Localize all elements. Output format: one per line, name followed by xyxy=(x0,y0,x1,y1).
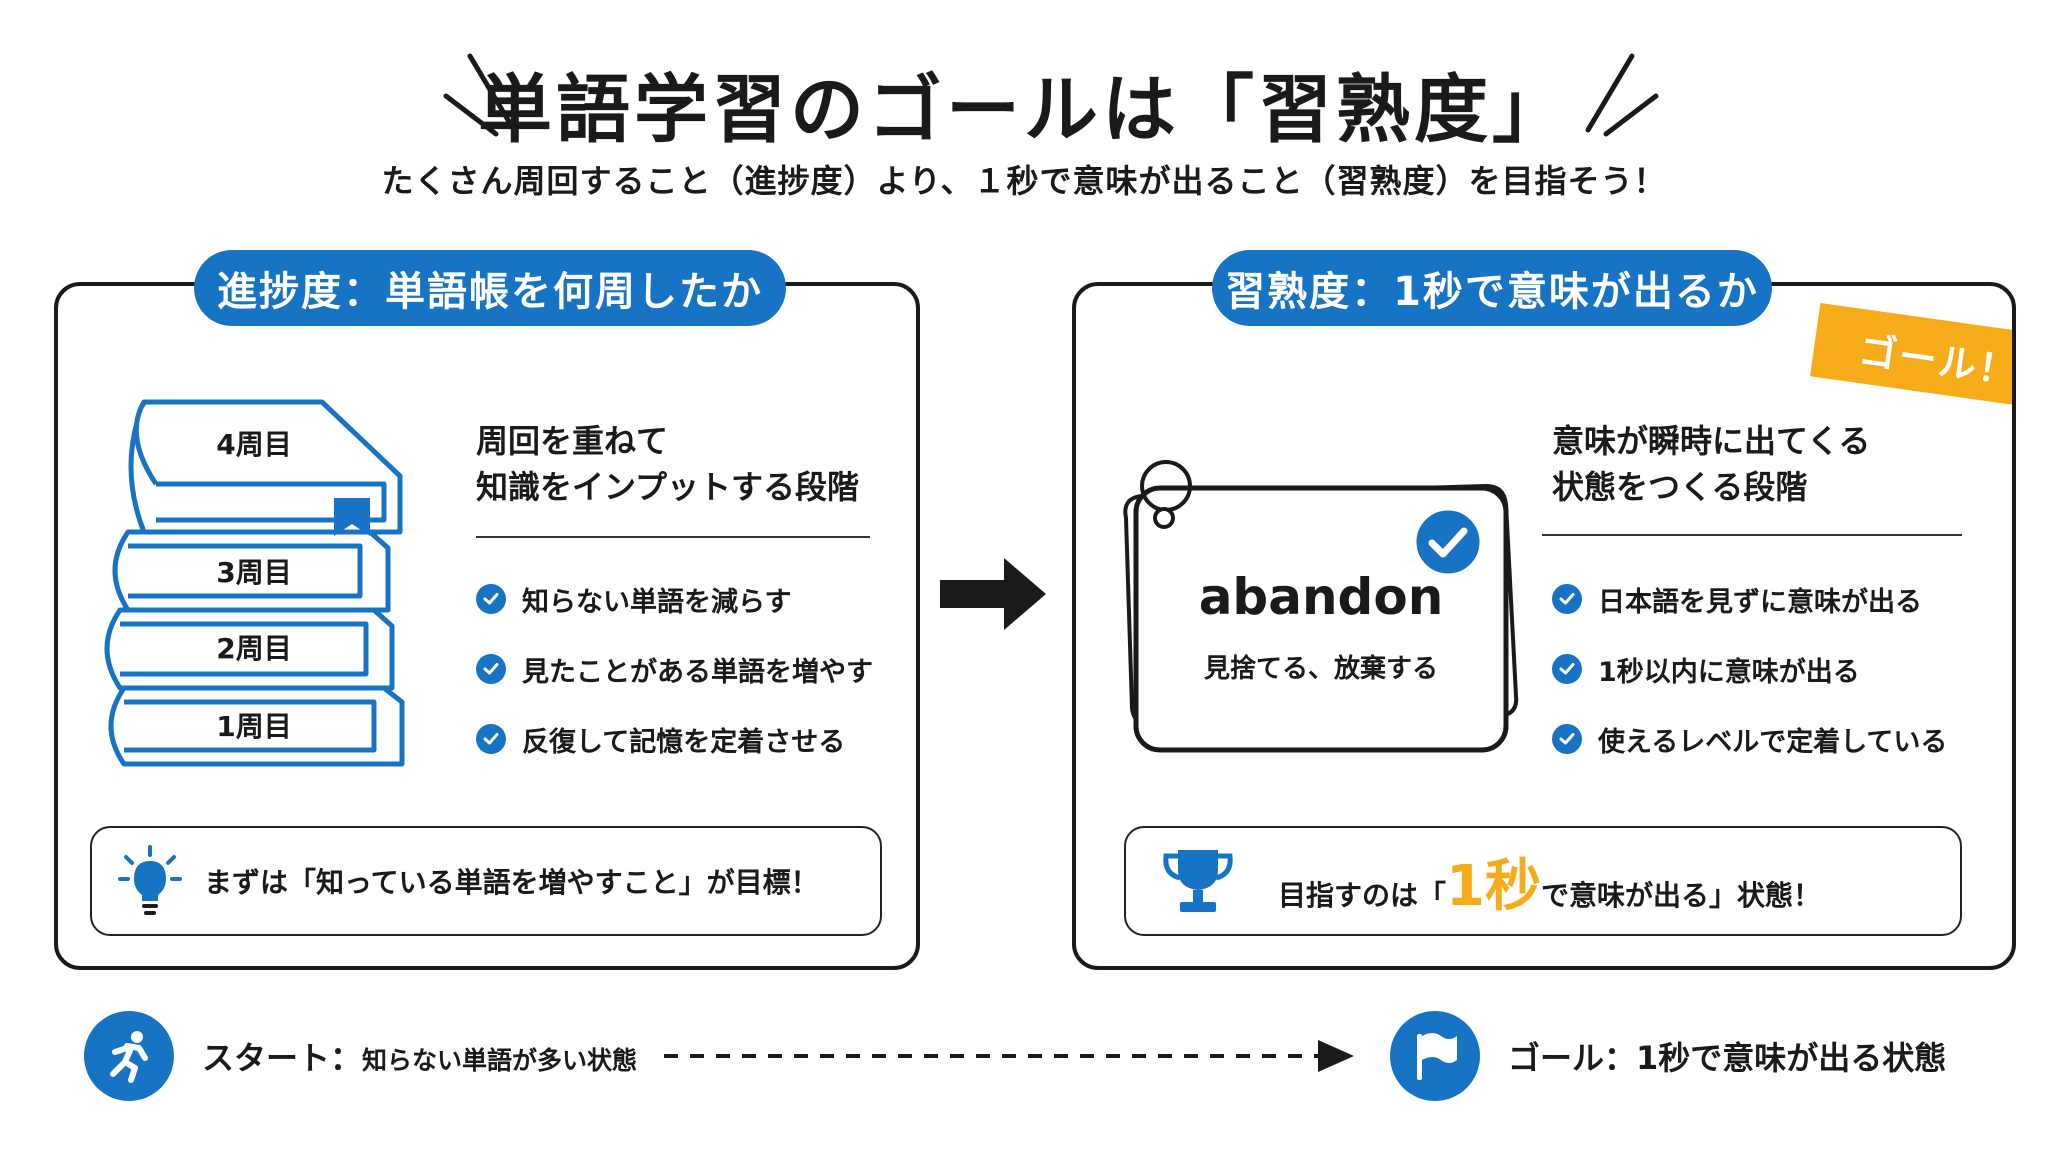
checkmark-badge-icon xyxy=(1413,507,1483,577)
start-text: スタート：知らない単語が多い状態 xyxy=(202,1039,638,1077)
list-item: 見たことがある単語を増やす xyxy=(476,634,873,704)
mastery-tip-text: 目指すのは「1秒で意味が出る」状態！ xyxy=(1278,853,1821,919)
page-subtitle: たくさん周回すること（進捗度）より、１秒で意味が出ること（習熟度）を目指そう！ xyxy=(381,162,1667,200)
progress-heading: 周回を重ねて 知識をインプットする段階 xyxy=(476,422,860,506)
start-row: スタート：知らない単語が多い状態 xyxy=(84,1010,637,1102)
check-icon xyxy=(1552,654,1582,684)
book-stack-illustration: 4周目 3周目 2周目 1周目 xyxy=(104,399,405,767)
lightbulb-icon xyxy=(118,845,182,915)
check-icon xyxy=(476,654,506,684)
book-label-4: 4周目 xyxy=(216,428,291,461)
list-item: 日本語を見ずに意味が出る xyxy=(1552,564,1947,634)
trophy-icon xyxy=(1163,850,1233,912)
progress-panel: 4周目 3周目 2周目 1周目 周回を重ねて 知識をインプットする段階 知らない… xyxy=(54,282,920,970)
goal-ribbon: ゴール！ xyxy=(1810,302,2012,412)
check-icon xyxy=(1552,724,1582,754)
progress-checklist: 知らない単語を減らす 見たことがある単語を増やす 反復して記憶を定着させる xyxy=(476,564,873,774)
progress-divider xyxy=(476,536,870,538)
dashed-arrow xyxy=(664,1040,1354,1072)
check-icon xyxy=(1552,584,1582,614)
check-icon xyxy=(476,584,506,614)
book-label-1: 1周目 xyxy=(216,710,291,743)
goal-text: ゴール：1秒で意味が出る状態 xyxy=(1508,1039,1947,1077)
burst-lines-left-icon xyxy=(443,53,517,137)
list-item: 知らない単語を減らす xyxy=(476,564,873,634)
book-label-2: 2周目 xyxy=(216,632,291,665)
mastery-tip-box: 目指すのは「1秒で意味が出る」状態！ xyxy=(1124,826,1962,936)
list-item: 使えるレベルで定着している xyxy=(1552,704,1947,774)
burst-lines-right-icon xyxy=(1585,53,1659,137)
check-icon xyxy=(476,724,506,754)
flashcard-word: abandon xyxy=(1198,568,1444,626)
mastery-divider xyxy=(1542,534,1962,536)
progress-pill-label: 進捗度：単語帳を何周したか xyxy=(194,250,786,326)
list-item: 反復して記憶を定着させる xyxy=(476,704,873,774)
page-title: 単語学習のゴールは「習熟度」 xyxy=(478,67,1570,153)
arrow-right-icon xyxy=(940,558,1046,630)
highlight-one-second: 1秒 xyxy=(1446,853,1541,919)
book-label-3: 3周目 xyxy=(216,556,291,589)
mastery-pill-label: 習熟度：1秒で意味が出るか xyxy=(1212,250,1772,326)
mastery-heading: 意味が瞬時に出てくる 状態をつくる段階 xyxy=(1552,422,1871,506)
progress-tip-text: まずは「知っている単語を増やすこと」が目標！ xyxy=(204,866,819,899)
list-item: 1秒以内に意味が出る xyxy=(1552,634,1947,704)
flag-icon xyxy=(1390,1011,1480,1101)
header: 単語学習のゴールは「習熟度」 xyxy=(0,44,2048,154)
flashcard-meaning: 見捨てる、放棄する xyxy=(1203,654,1438,684)
flashcard: abandon 見捨てる、放棄する xyxy=(1112,458,1526,758)
goal-row: ゴール：1秒で意味が出る状態 xyxy=(1390,1010,1946,1102)
runner-icon xyxy=(84,1011,174,1101)
progress-tip-box: まずは「知っている単語を増やすこと」が目標！ xyxy=(90,826,882,936)
mastery-checklist: 日本語を見ずに意味が出る 1秒以内に意味が出る 使えるレベルで定着している xyxy=(1552,564,1947,774)
